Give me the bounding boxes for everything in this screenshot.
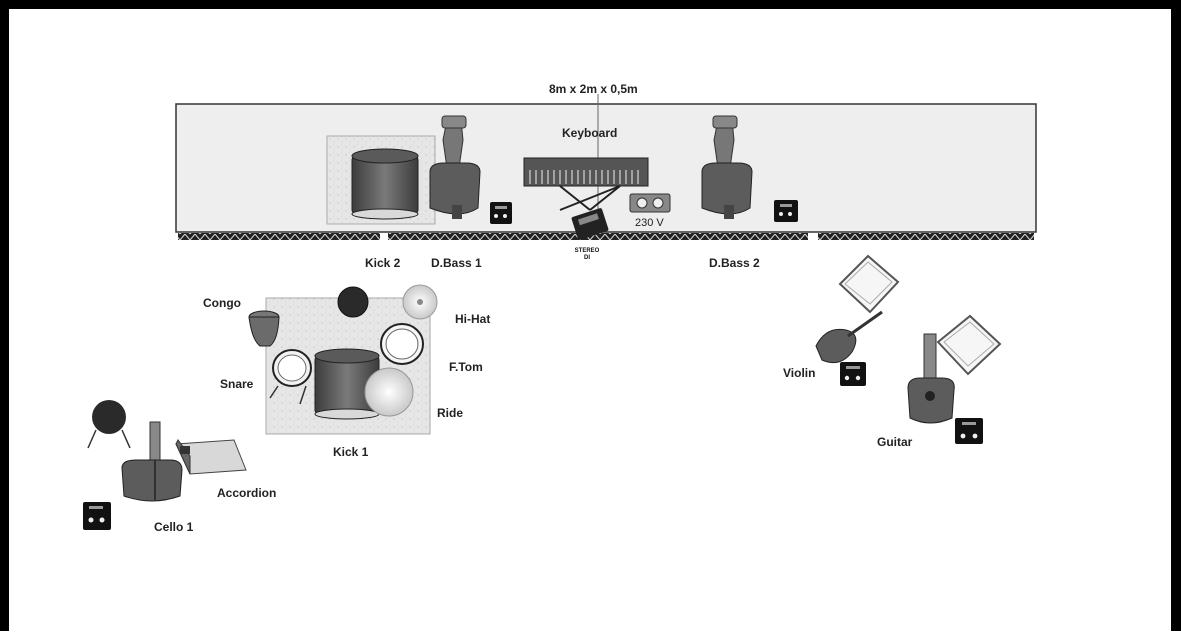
double-bass-2-icon — [701, 115, 753, 219]
di-box-cello-icon — [83, 502, 111, 530]
hihat-label: Hi-Hat — [455, 312, 491, 326]
congo-icon — [248, 310, 280, 347]
stage-dimensions-label: 8m x 2m x 0,5m — [549, 82, 638, 96]
stereo-di-label-line1: STEREO — [574, 248, 600, 254]
ride-cymbal-icon — [364, 367, 414, 417]
double-bass-1-icon — [429, 115, 481, 219]
hi-hat-icon — [402, 284, 438, 320]
snare-icon — [269, 349, 312, 405]
accordion-icon — [175, 439, 247, 475]
stereo-di-box-icon — [571, 208, 609, 240]
snare-label: Snare — [220, 377, 254, 391]
kick2-label: Kick 2 — [365, 256, 401, 270]
di-box-violin-icon — [840, 362, 866, 386]
guitar-label: Guitar — [877, 435, 913, 449]
stereo-di-label-line2: DI — [584, 255, 590, 261]
dbass1-label: D.Bass 1 — [431, 256, 482, 270]
violin-chair-icon — [838, 254, 900, 314]
kick1-label: Kick 1 — [333, 445, 369, 459]
violin-icon — [815, 310, 883, 364]
tom-right-icon — [380, 323, 424, 365]
power-label: 230 V — [635, 217, 664, 229]
di-box-dbass2-icon — [774, 200, 798, 222]
di-box-guitar-icon — [955, 418, 983, 444]
guitar-icon — [907, 333, 955, 424]
cello-icon — [121, 421, 183, 502]
keyboard-icon — [523, 157, 649, 211]
di-box-dbass1-icon — [490, 202, 512, 224]
guitar-chair-icon — [936, 314, 1002, 376]
violin-label: Violin — [783, 366, 816, 380]
floor-cymbal-black-icon — [337, 286, 369, 318]
congo-label: Congo — [203, 296, 241, 310]
stage-truss — [178, 233, 1034, 240]
kick-drum-1-icon — [314, 348, 380, 420]
ftom-label: F.Tom — [449, 360, 483, 374]
kick-drum-2-icon — [351, 148, 419, 220]
ride-label: Ride — [437, 406, 464, 420]
keyboard-label: Keyboard — [562, 126, 618, 140]
cello1-label: Cello 1 — [154, 520, 194, 534]
dbass2-label: D.Bass 2 — [709, 256, 760, 270]
accordion-label: Accordion — [217, 486, 277, 500]
cello-stool-icon — [87, 400, 131, 449]
power-outlet-icon — [629, 193, 671, 213]
